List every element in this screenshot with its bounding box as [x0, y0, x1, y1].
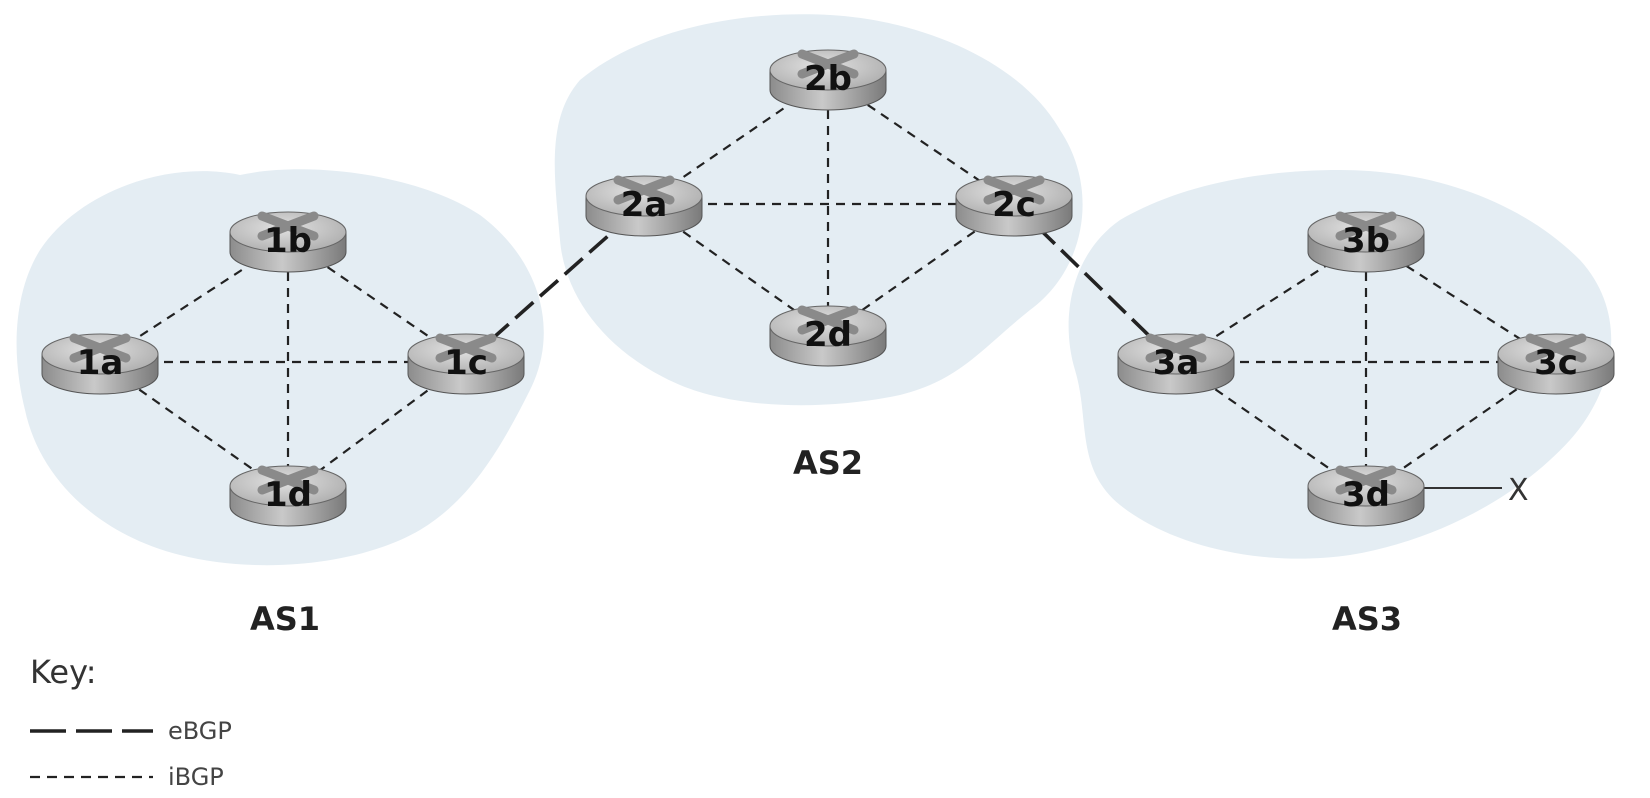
router-arrows-icon: [1335, 211, 1397, 241]
router-label: 2a: [621, 185, 668, 225]
router-label: 3c: [1534, 343, 1578, 383]
router-3d[interactable]: 3d: [1307, 465, 1425, 527]
router-arrows-icon: [69, 333, 131, 363]
router-1b[interactable]: 1b: [229, 211, 347, 273]
router-top: [229, 211, 347, 253]
router-label: 3a: [1153, 343, 1200, 383]
as2-label: AS2: [793, 444, 863, 482]
router-top: [407, 333, 525, 375]
as1-label: AS1: [250, 600, 320, 638]
router-arrows-icon: [613, 175, 675, 205]
router-1a[interactable]: 1a: [41, 333, 159, 395]
router-2d[interactable]: 2d: [769, 305, 887, 367]
routers-layer: 1a 1b 1c 1d 2a 2b 2c 2d 3a 3b 3c 3d: [41, 49, 1615, 527]
router-2b[interactable]: 2b: [769, 49, 887, 111]
router-label: 2b: [804, 59, 852, 99]
router-label: 2c: [992, 185, 1036, 225]
router-3a[interactable]: 3a: [1117, 333, 1235, 395]
legend-ibgp-label: iBGP: [168, 763, 224, 791]
router-arrows-icon: [1145, 333, 1207, 363]
legend-ebgp-label: eBGP: [168, 717, 232, 745]
router-top: [769, 49, 887, 91]
router-arrows-icon: [983, 175, 1045, 205]
router-top: [1307, 465, 1425, 507]
as3-cloud: [1068, 170, 1612, 559]
router-top: [585, 175, 703, 217]
router-label: 1d: [264, 475, 312, 515]
router-label: 1c: [444, 343, 488, 383]
router-3c[interactable]: 3c: [1497, 333, 1615, 395]
router-2c[interactable]: 2c: [955, 175, 1073, 237]
router-label: 1b: [264, 221, 312, 261]
router-top: [1117, 333, 1235, 375]
router-label: 3b: [1342, 221, 1390, 261]
router-top: [769, 305, 887, 347]
router-arrows-icon: [435, 333, 497, 363]
router-arrows-icon: [1335, 465, 1397, 495]
as2-cloud: [554, 14, 1083, 406]
router-1d[interactable]: 1d: [229, 465, 347, 527]
router-top: [955, 175, 1073, 217]
router-top: [1307, 211, 1425, 253]
as3-label: AS3: [1332, 600, 1402, 638]
router-arrows-icon: [257, 465, 319, 495]
router-top: [41, 333, 159, 375]
router-top: [229, 465, 347, 507]
legend-title: Key:: [30, 653, 96, 691]
router-2a[interactable]: 2a: [585, 175, 703, 237]
router-top: [1497, 333, 1615, 375]
destination-label: X: [1508, 473, 1529, 508]
router-label: 3d: [1342, 475, 1390, 515]
router-3b[interactable]: 3b: [1307, 211, 1425, 273]
router-arrows-icon: [797, 49, 859, 79]
router-label: 1a: [77, 343, 124, 383]
as1-cloud: [16, 169, 544, 566]
router-arrows-icon: [257, 211, 319, 241]
router-label: 2d: [804, 315, 852, 355]
router-arrows-icon: [797, 305, 859, 335]
router-1c[interactable]: 1c: [407, 333, 525, 395]
router-arrows-icon: [1525, 333, 1587, 363]
legend: Key: eBGP iBGP: [30, 653, 232, 791]
